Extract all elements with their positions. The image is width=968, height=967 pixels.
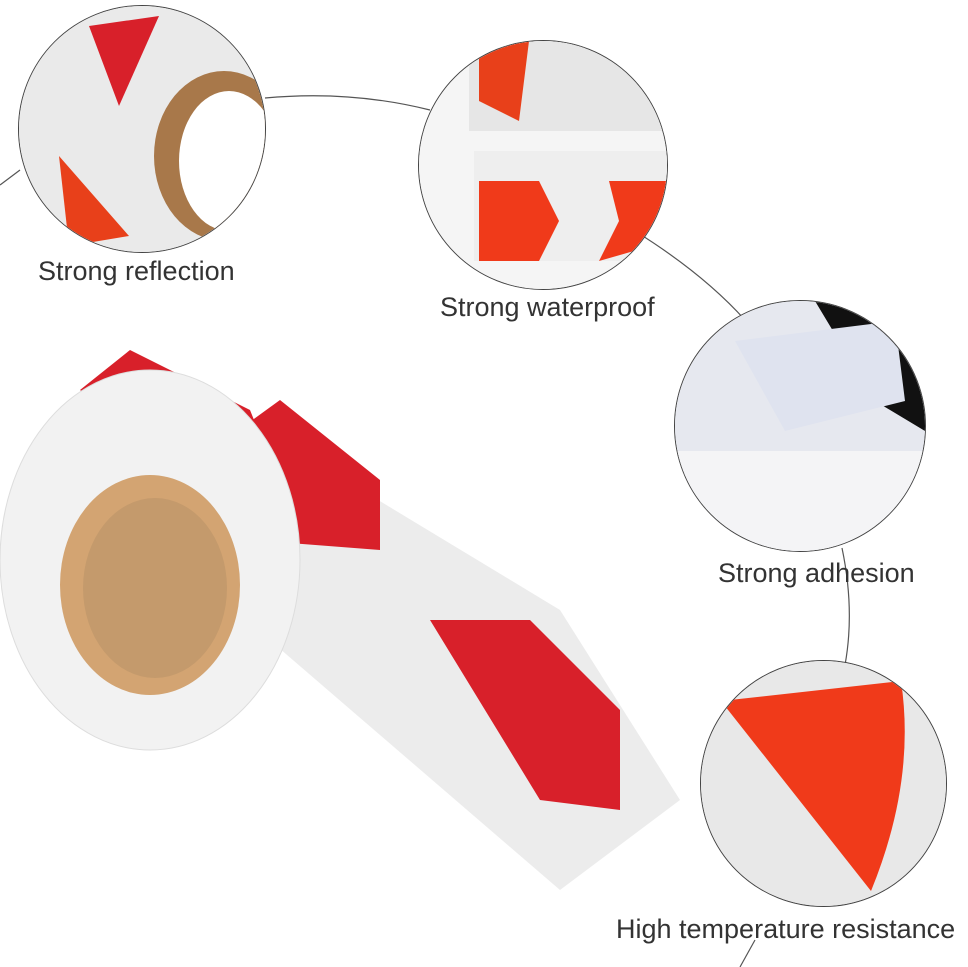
adhesion-detail-image: [674, 300, 926, 552]
waterproof-detail-image: [418, 40, 668, 290]
feature-label-adhesion: Strong adhesion: [718, 558, 915, 588]
feature-label-waterproof: Strong waterproof: [440, 292, 655, 322]
reflection-detail-image: [18, 5, 266, 253]
feature-label-temperature: High temperature resistance: [616, 914, 956, 944]
reflective-tape-roll-image: [0, 350, 680, 890]
temperature-detail-image: [700, 660, 947, 907]
feature-label-reflection: Strong reflection: [38, 256, 235, 286]
